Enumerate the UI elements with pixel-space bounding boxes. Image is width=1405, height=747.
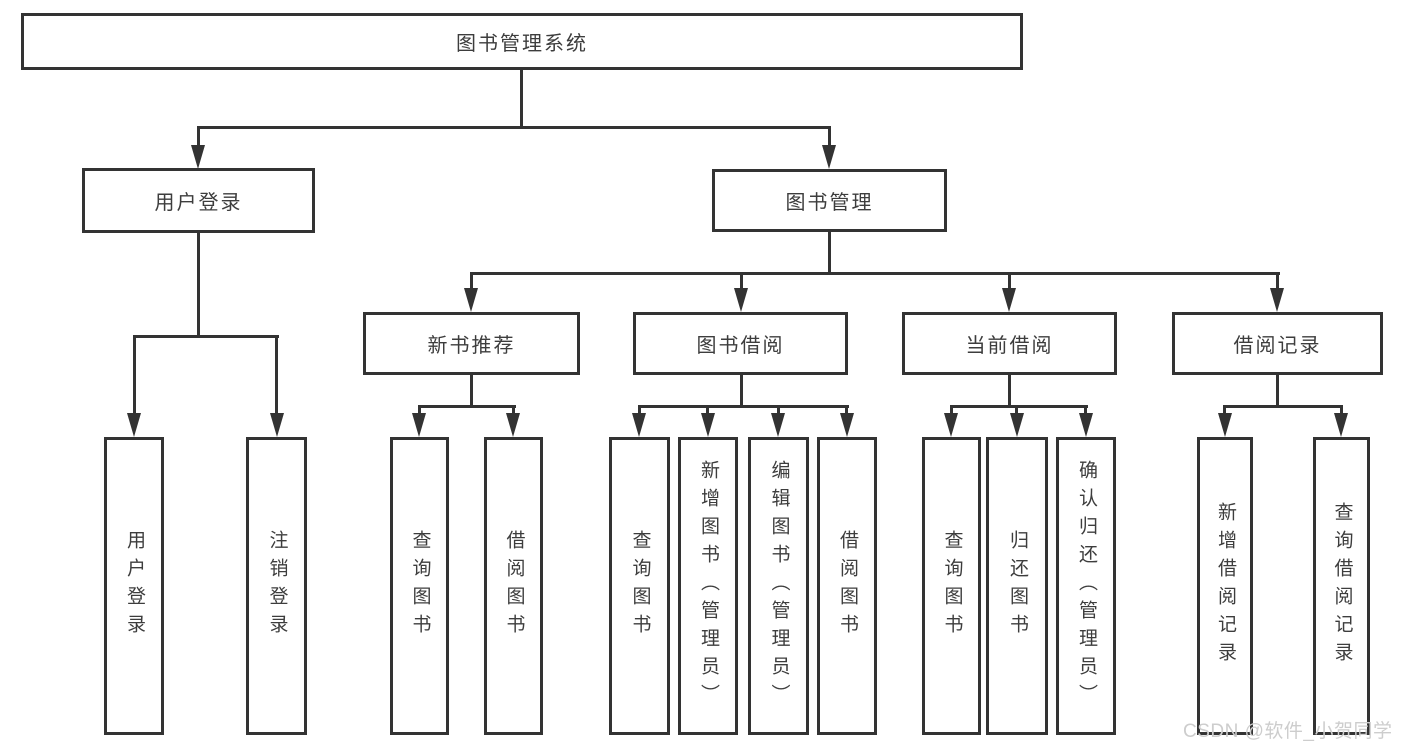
connector-arrowhead xyxy=(191,145,205,169)
connector-line xyxy=(828,232,831,275)
node-root-label: 图书管理系统 xyxy=(456,33,588,55)
connector-arrowhead xyxy=(1218,413,1232,437)
leaf-query-borrow-record: 查询借阅记录 xyxy=(1313,437,1370,735)
connector-line xyxy=(1008,375,1011,408)
node-book-borrow-label: 图书借阅 xyxy=(696,335,785,357)
connector-line xyxy=(777,405,780,415)
leaf-borrow-books-recommend: 借阅图书 xyxy=(484,437,543,735)
connector-arrowhead xyxy=(1079,413,1093,437)
node-root: 图书管理系统 xyxy=(21,13,1023,70)
connector-line xyxy=(1223,405,1226,415)
node-current-borrow-label: 当前借阅 xyxy=(965,335,1054,357)
connector-line xyxy=(638,405,641,415)
connector-arrowhead xyxy=(506,413,520,437)
connector-arrowhead xyxy=(464,288,478,312)
leaf-add-books-admin-label: 新增图书（管理员） xyxy=(697,460,719,712)
connector-arrowhead xyxy=(1002,288,1016,312)
leaf-query-books-recommend: 查询图书 xyxy=(390,437,449,735)
node-user-login: 用户登录 xyxy=(82,168,315,233)
leaf-borrow-books-label: 借阅图书 xyxy=(836,530,858,642)
connector-line xyxy=(1276,272,1279,290)
connector-arrowhead xyxy=(412,413,426,437)
connector-line xyxy=(950,405,953,415)
connector-line xyxy=(197,126,200,146)
leaf-edit-books-admin-label: 编辑图书（管理员） xyxy=(768,460,790,712)
connector-line xyxy=(828,126,831,146)
connector-line xyxy=(520,70,523,129)
connector-line xyxy=(1015,405,1018,415)
node-borrow-records: 借阅记录 xyxy=(1172,312,1383,375)
connector-line xyxy=(470,375,473,408)
watermark: CSDN @软件_小贺同学 xyxy=(1183,721,1393,742)
connector-line xyxy=(1084,405,1087,415)
connector-arrowhead xyxy=(734,288,748,312)
node-current-borrow: 当前借阅 xyxy=(902,312,1117,375)
connector-arrowhead xyxy=(270,413,284,437)
leaf-add-books-admin: 新增图书（管理员） xyxy=(678,437,738,735)
connector-line xyxy=(950,405,1088,408)
leaf-borrow-books: 借阅图书 xyxy=(817,437,877,735)
leaf-query-books-recommend-label: 查询图书 xyxy=(409,530,431,642)
connector-line xyxy=(1223,405,1343,408)
connector-line xyxy=(197,233,200,338)
leaf-return-books-label: 归还图书 xyxy=(1006,530,1028,642)
connector-arrowhead xyxy=(944,413,958,437)
leaf-user-login: 用户登录 xyxy=(104,437,164,735)
leaf-confirm-return-admin: 确认归还（管理员） xyxy=(1056,437,1116,735)
connector-line xyxy=(133,335,279,338)
connector-arrowhead xyxy=(127,413,141,437)
connector-line xyxy=(638,405,849,408)
leaf-add-borrow-record: 新增借阅记录 xyxy=(1197,437,1253,735)
connector-line xyxy=(418,405,516,408)
connector-arrowhead xyxy=(771,413,785,437)
leaf-query-borrow-record-label: 查询借阅记录 xyxy=(1331,502,1353,670)
connector-arrowhead xyxy=(822,145,836,169)
connector-line xyxy=(512,405,515,415)
connector-line xyxy=(197,126,831,129)
leaf-query-books-current: 查询图书 xyxy=(922,437,981,735)
node-new-book-recommend-label: 新书推荐 xyxy=(427,335,516,357)
node-book-management-label: 图书管理 xyxy=(785,192,874,214)
leaf-logout-label: 注销登录 xyxy=(266,530,288,642)
leaf-query-books-borrow: 查询图书 xyxy=(609,437,670,735)
leaf-query-books-current-label: 查询图书 xyxy=(941,530,963,642)
connector-line xyxy=(740,375,743,408)
connector-line xyxy=(706,405,709,415)
connector-arrowhead xyxy=(701,413,715,437)
connector-arrowhead xyxy=(1010,413,1024,437)
connector-arrowhead xyxy=(632,413,646,437)
connector-arrowhead xyxy=(840,413,854,437)
connector-line xyxy=(1008,272,1011,290)
connector-line xyxy=(740,272,743,290)
node-new-book-recommend: 新书推荐 xyxy=(363,312,580,375)
leaf-user-login-label: 用户登录 xyxy=(123,530,145,642)
leaf-edit-books-admin: 编辑图书（管理员） xyxy=(748,437,809,735)
node-borrow-records-label: 借阅记录 xyxy=(1233,335,1322,357)
node-book-borrow: 图书借阅 xyxy=(633,312,848,375)
connector-arrowhead xyxy=(1270,288,1284,312)
leaf-confirm-return-admin-label: 确认归还（管理员） xyxy=(1075,460,1097,712)
connector-line xyxy=(1276,375,1279,408)
leaf-return-books: 归还图书 xyxy=(986,437,1048,735)
connector-line xyxy=(275,335,278,415)
connector-line xyxy=(470,272,473,290)
leaf-borrow-books-recommend-label: 借阅图书 xyxy=(503,530,525,642)
connector-line xyxy=(133,335,136,415)
connector-line xyxy=(1340,405,1343,415)
leaf-add-borrow-record-label: 新增借阅记录 xyxy=(1214,502,1236,670)
connector-arrowhead xyxy=(1334,413,1348,437)
leaf-query-books-borrow-label: 查询图书 xyxy=(629,530,651,642)
connector-line xyxy=(845,405,848,415)
leaf-logout: 注销登录 xyxy=(246,437,307,735)
connector-line xyxy=(418,405,421,415)
node-user-login-label: 用户登录 xyxy=(154,192,243,214)
node-book-management: 图书管理 xyxy=(712,169,947,232)
connector-line xyxy=(470,272,1280,275)
